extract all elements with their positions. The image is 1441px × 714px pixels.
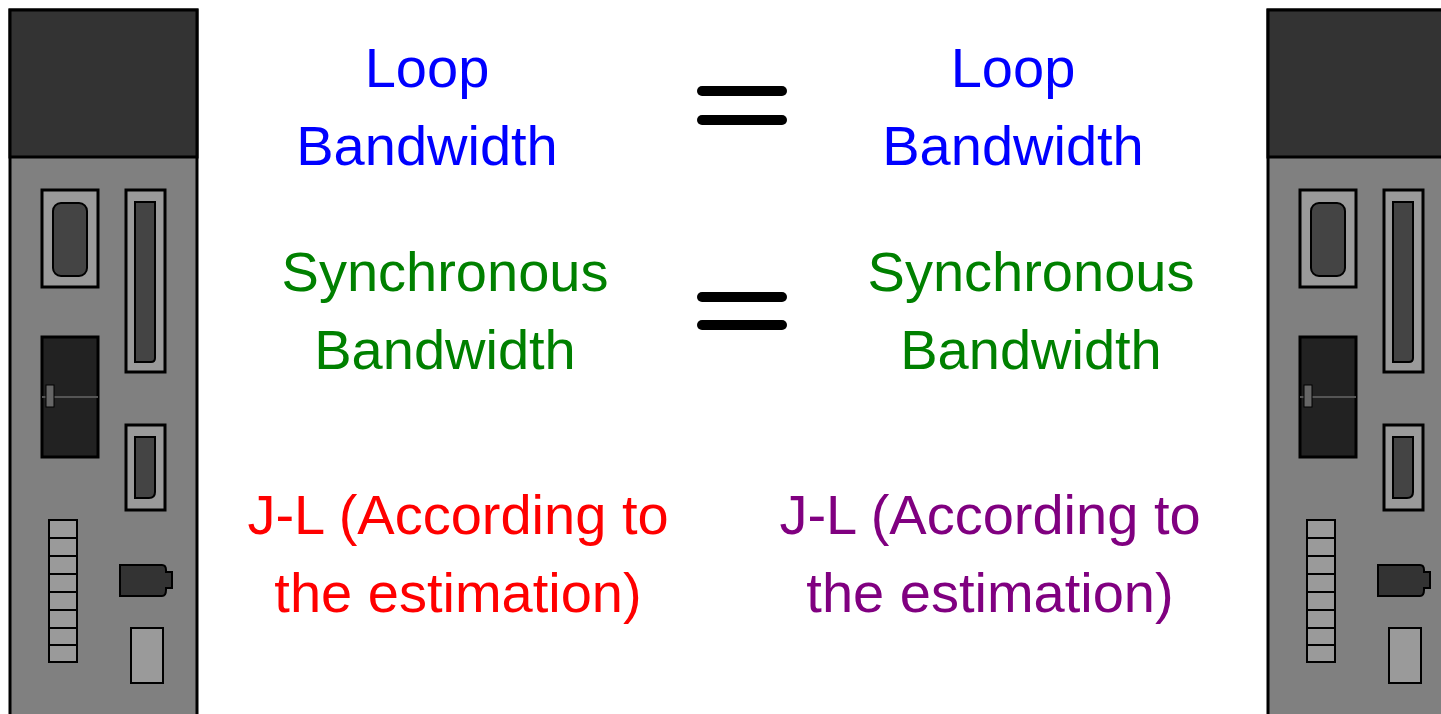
servo-drive xyxy=(10,10,197,714)
text-label: Synchronous Bandwidth xyxy=(230,233,660,389)
equals-sign xyxy=(697,292,787,330)
text-label: Synchronous Bandwidth xyxy=(816,233,1246,389)
text-label: Loop Bandwidth xyxy=(843,29,1183,185)
equals-sign xyxy=(697,86,787,125)
text-label: J-L (According to the estimation) xyxy=(228,476,688,632)
text-label: Loop Bandwidth xyxy=(257,29,597,185)
servo-drive xyxy=(1268,10,1441,714)
text-label: J-L (According to the estimation) xyxy=(760,476,1220,632)
